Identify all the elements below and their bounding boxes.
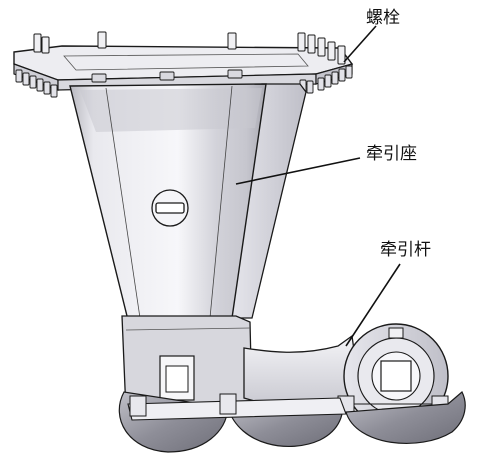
leader-traction-rod: [345, 263, 401, 347]
label-traction-rod: 牵引杆: [380, 240, 431, 260]
traction-seat-body: [69, 83, 307, 321]
leader-lines: [235, 25, 401, 347]
bottom-disks: [118, 391, 466, 453]
leader-traction-seat: [235, 157, 361, 185]
leader-bolt: [343, 25, 377, 63]
bolt-studs-top: [33, 31, 346, 65]
traction-rod: [243, 323, 449, 429]
bolt-row-left: [15, 69, 58, 98]
bolt-row-right: [299, 65, 353, 94]
center-fitting: [151, 189, 189, 227]
label-bolt: 螺栓: [366, 8, 400, 28]
label-traction-seat: 牵引座: [366, 144, 417, 164]
plate-nuts: [91, 69, 243, 83]
